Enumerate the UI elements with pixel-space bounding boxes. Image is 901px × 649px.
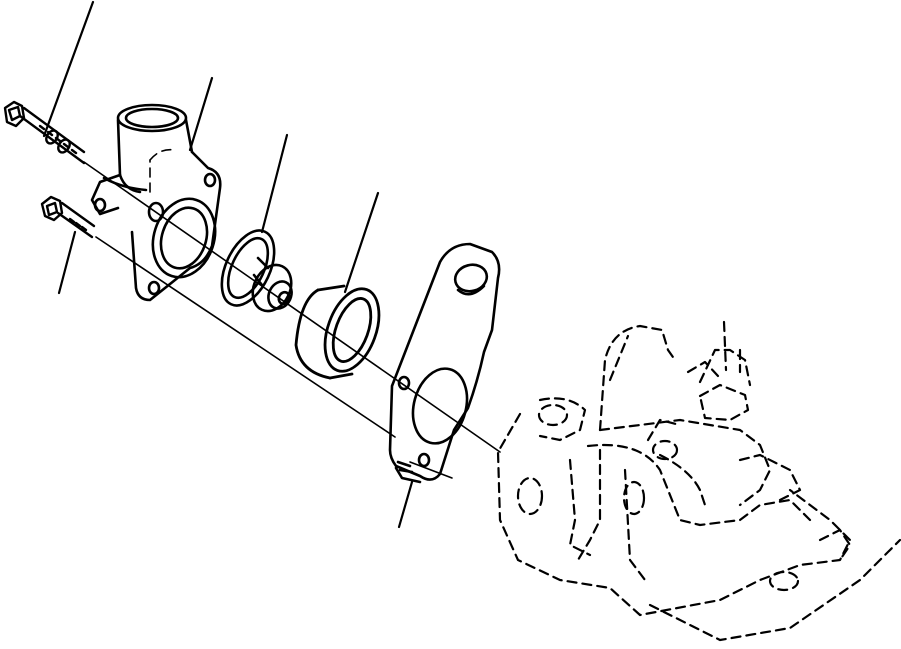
thermostat xyxy=(220,229,293,313)
short-bolt xyxy=(40,195,96,239)
leader-long-bolt xyxy=(42,0,95,138)
leader-housing xyxy=(188,76,214,152)
engine-block-phantom xyxy=(496,320,901,642)
thermostat-housing xyxy=(90,103,222,302)
axis-lower xyxy=(95,236,396,438)
seal-ring xyxy=(294,284,381,380)
axis-tail xyxy=(409,461,453,479)
leader-short-bolt xyxy=(57,230,77,295)
long-bolt xyxy=(3,100,86,165)
leader-thermostat xyxy=(260,133,289,234)
assembly-axes xyxy=(83,161,501,479)
gasket-bracket xyxy=(388,242,501,484)
leader-seal-ring xyxy=(343,191,380,294)
leader-gasket xyxy=(397,480,414,529)
axis-upper xyxy=(83,161,501,453)
callout-leaders xyxy=(42,0,414,529)
